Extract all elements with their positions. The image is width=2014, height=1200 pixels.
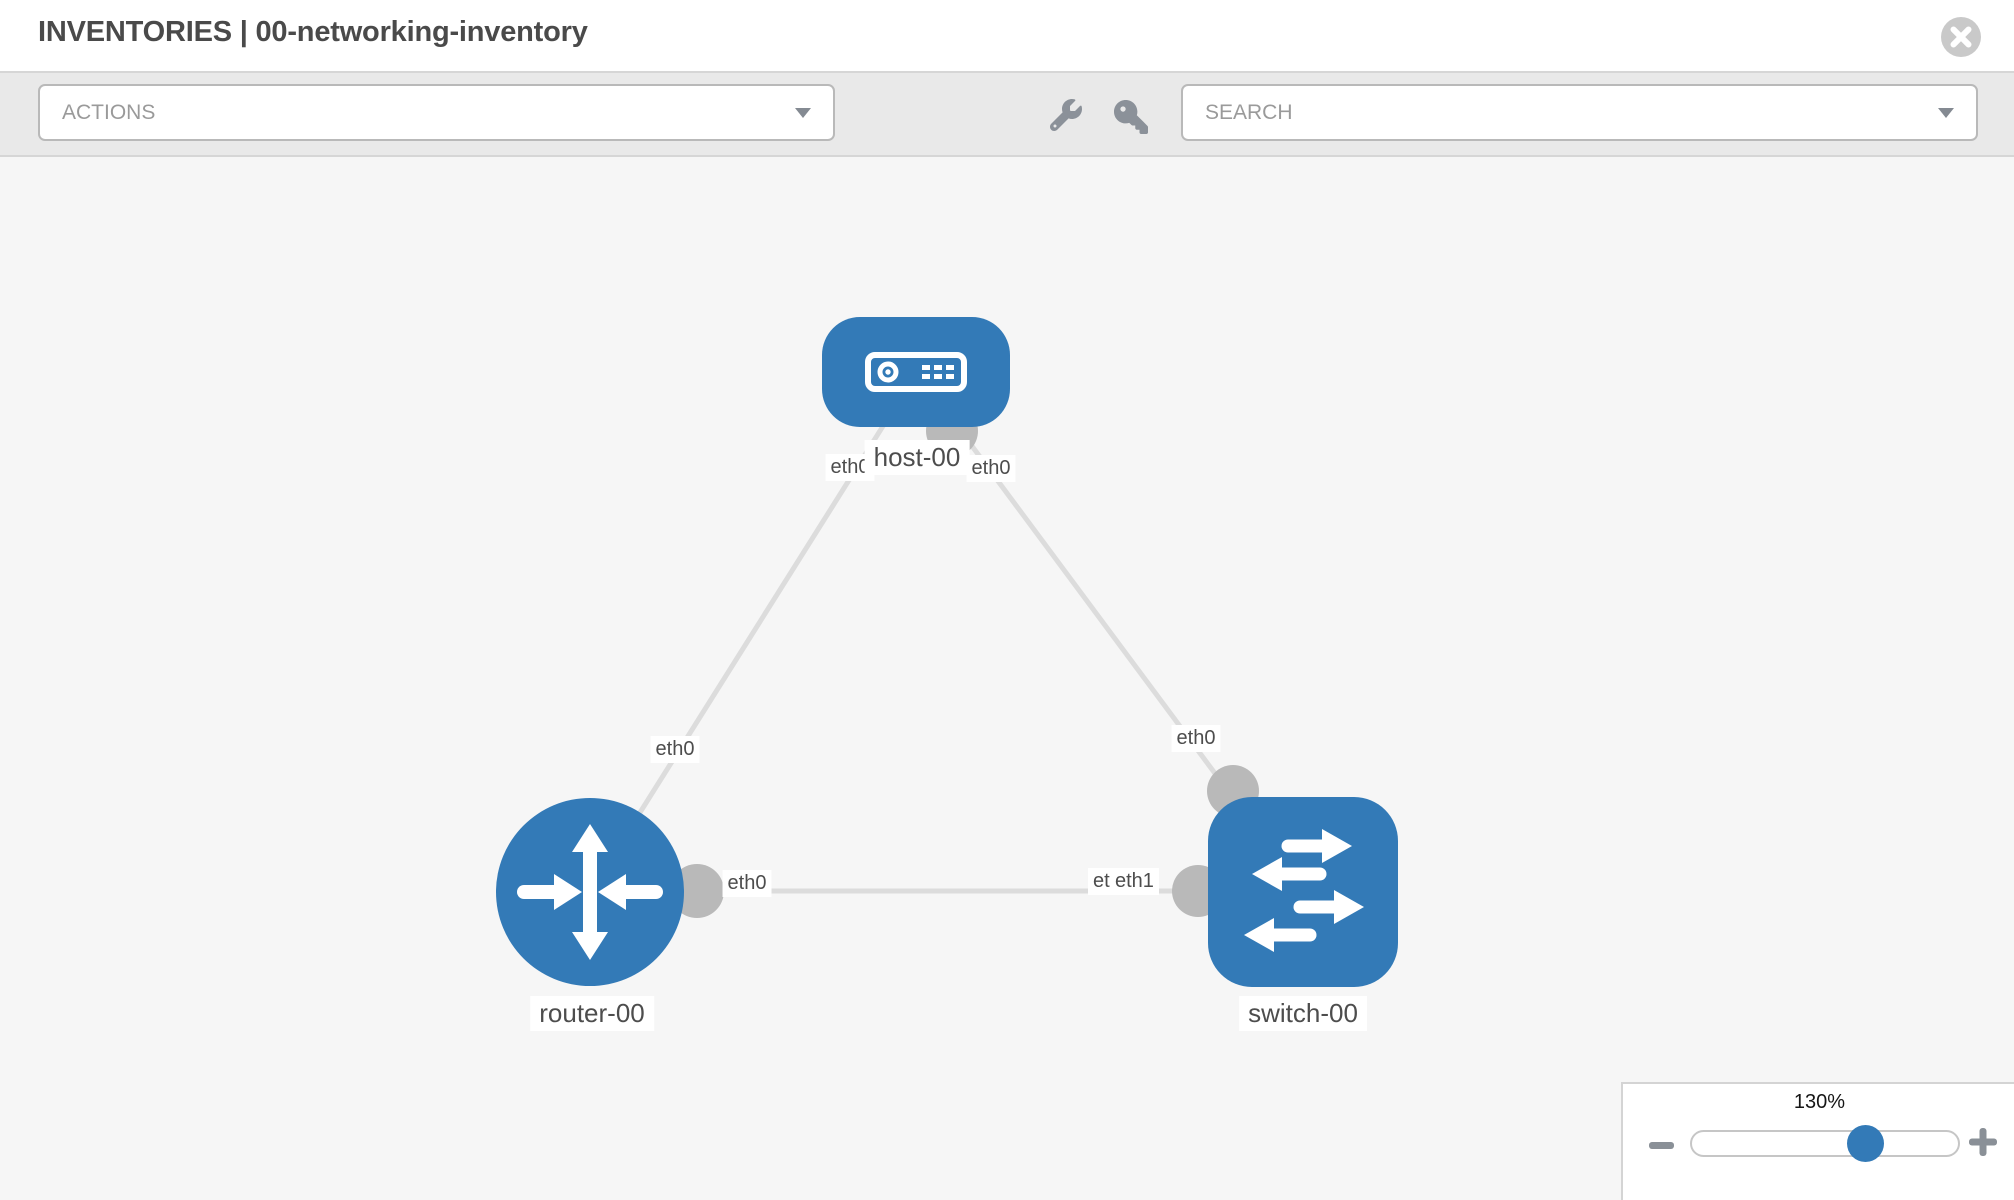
zoom-level-value: 130% [1793,1091,1846,1113]
interface-label-eth0: eth0 [722,870,772,897]
toolbar: ACTIONS SEARCH [0,73,2014,157]
node-router-00[interactable] [496,798,684,986]
interface-label-eth0: eth0 [966,455,1016,482]
key-icon[interactable] [1112,100,1150,134]
minus-icon [1649,1141,1674,1149]
node-host-00[interactable] [822,317,1010,427]
node-label-router: router-00 [530,996,654,1031]
search-dropdown[interactable]: SEARCH [1181,84,1978,141]
zoom-panel: 130% [1621,1082,2014,1200]
plus-icon [1969,1128,1997,1156]
search-dropdown-label: SEARCH [1205,100,1293,124]
interface-label-eth0: eth0 [650,736,700,763]
interface-label-eth1: eth1 [1110,868,1159,895]
router-arrows-icon [517,824,663,960]
node-label-switch: switch-00 [1239,996,1367,1031]
zoom-out-button[interactable] [1649,1132,1677,1152]
node-switch-00[interactable] [1208,797,1398,987]
close-button[interactable] [1940,16,1982,58]
close-icon [1941,17,1981,57]
page-title: INVENTORIES | 00-networking-inventory [38,16,588,48]
zoom-in-button[interactable] [1969,1126,2001,1158]
server-icon [865,352,967,392]
actions-dropdown[interactable]: ACTIONS [38,84,835,141]
node-label-host: host-00 [864,440,970,475]
zoom-slider-handle[interactable] [1847,1125,1884,1162]
zoom-slider-track[interactable] [1690,1130,1960,1157]
interface-label-eth0: eth0 [1171,725,1221,752]
header: INVENTORIES | 00-networking-inventory [0,0,2014,73]
chevron-down-icon [1938,107,1954,118]
wrench-icon[interactable] [1050,99,1082,131]
switch-arrows-icon [1244,829,1364,952]
chevron-down-icon [795,107,811,118]
actions-dropdown-label: ACTIONS [62,100,156,124]
